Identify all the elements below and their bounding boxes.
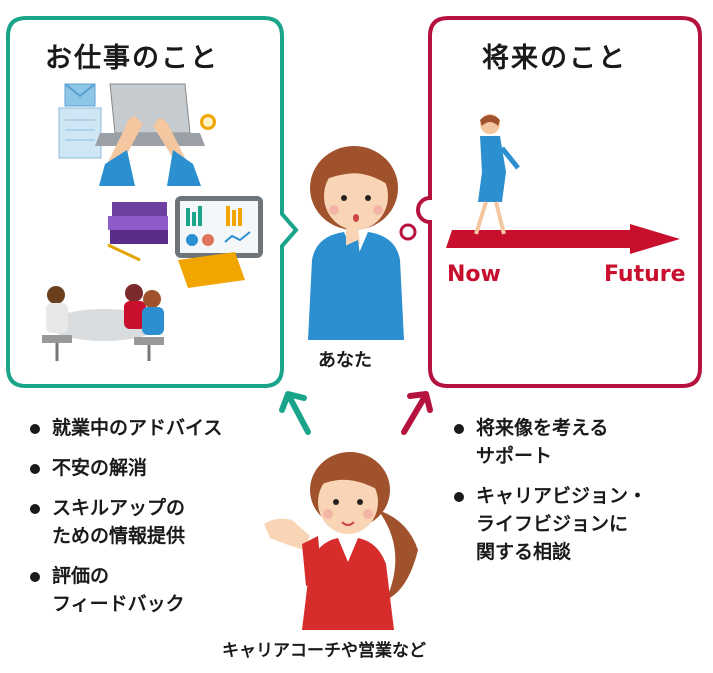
left-box-title: お仕事のこと (45, 43, 219, 74)
you-label: あなた (318, 350, 372, 371)
timeline-start-label: Now (447, 262, 501, 287)
list-item: 就業中のアドバイス (28, 414, 278, 442)
laptop-typing-illustration (58, 83, 216, 186)
books-chart-illustration (107, 196, 263, 288)
left-support-list: 就業中のアドバイス 不安の解消 スキルアップの ための情報提供 評価の フィード… (28, 414, 278, 630)
walking-person-illustration (474, 114, 520, 235)
teal-arrow-icon (279, 391, 311, 435)
you-person-illustration (308, 146, 404, 340)
coach-label: キャリアコーチや営業など (222, 641, 426, 661)
list-item: 不安の解消 (28, 454, 278, 482)
timeline-end-label: Future (604, 262, 686, 287)
meeting-illustration (42, 284, 164, 361)
list-item: キャリアビジョン・ ライフビジョンに 関する相談 (452, 482, 702, 566)
crimson-arrow-icon (401, 391, 433, 435)
right-support-list: 将来像を考える サポート キャリアビジョン・ ライフビジョンに 関する相談 (452, 414, 702, 578)
coach-person-illustration (264, 452, 418, 630)
list-item: スキルアップの ための情報提供 (28, 494, 278, 550)
list-item: 将来像を考える サポート (452, 414, 702, 470)
right-box-title: 将来のこと (482, 43, 627, 74)
list-item: 評価の フィードバック (28, 562, 278, 618)
